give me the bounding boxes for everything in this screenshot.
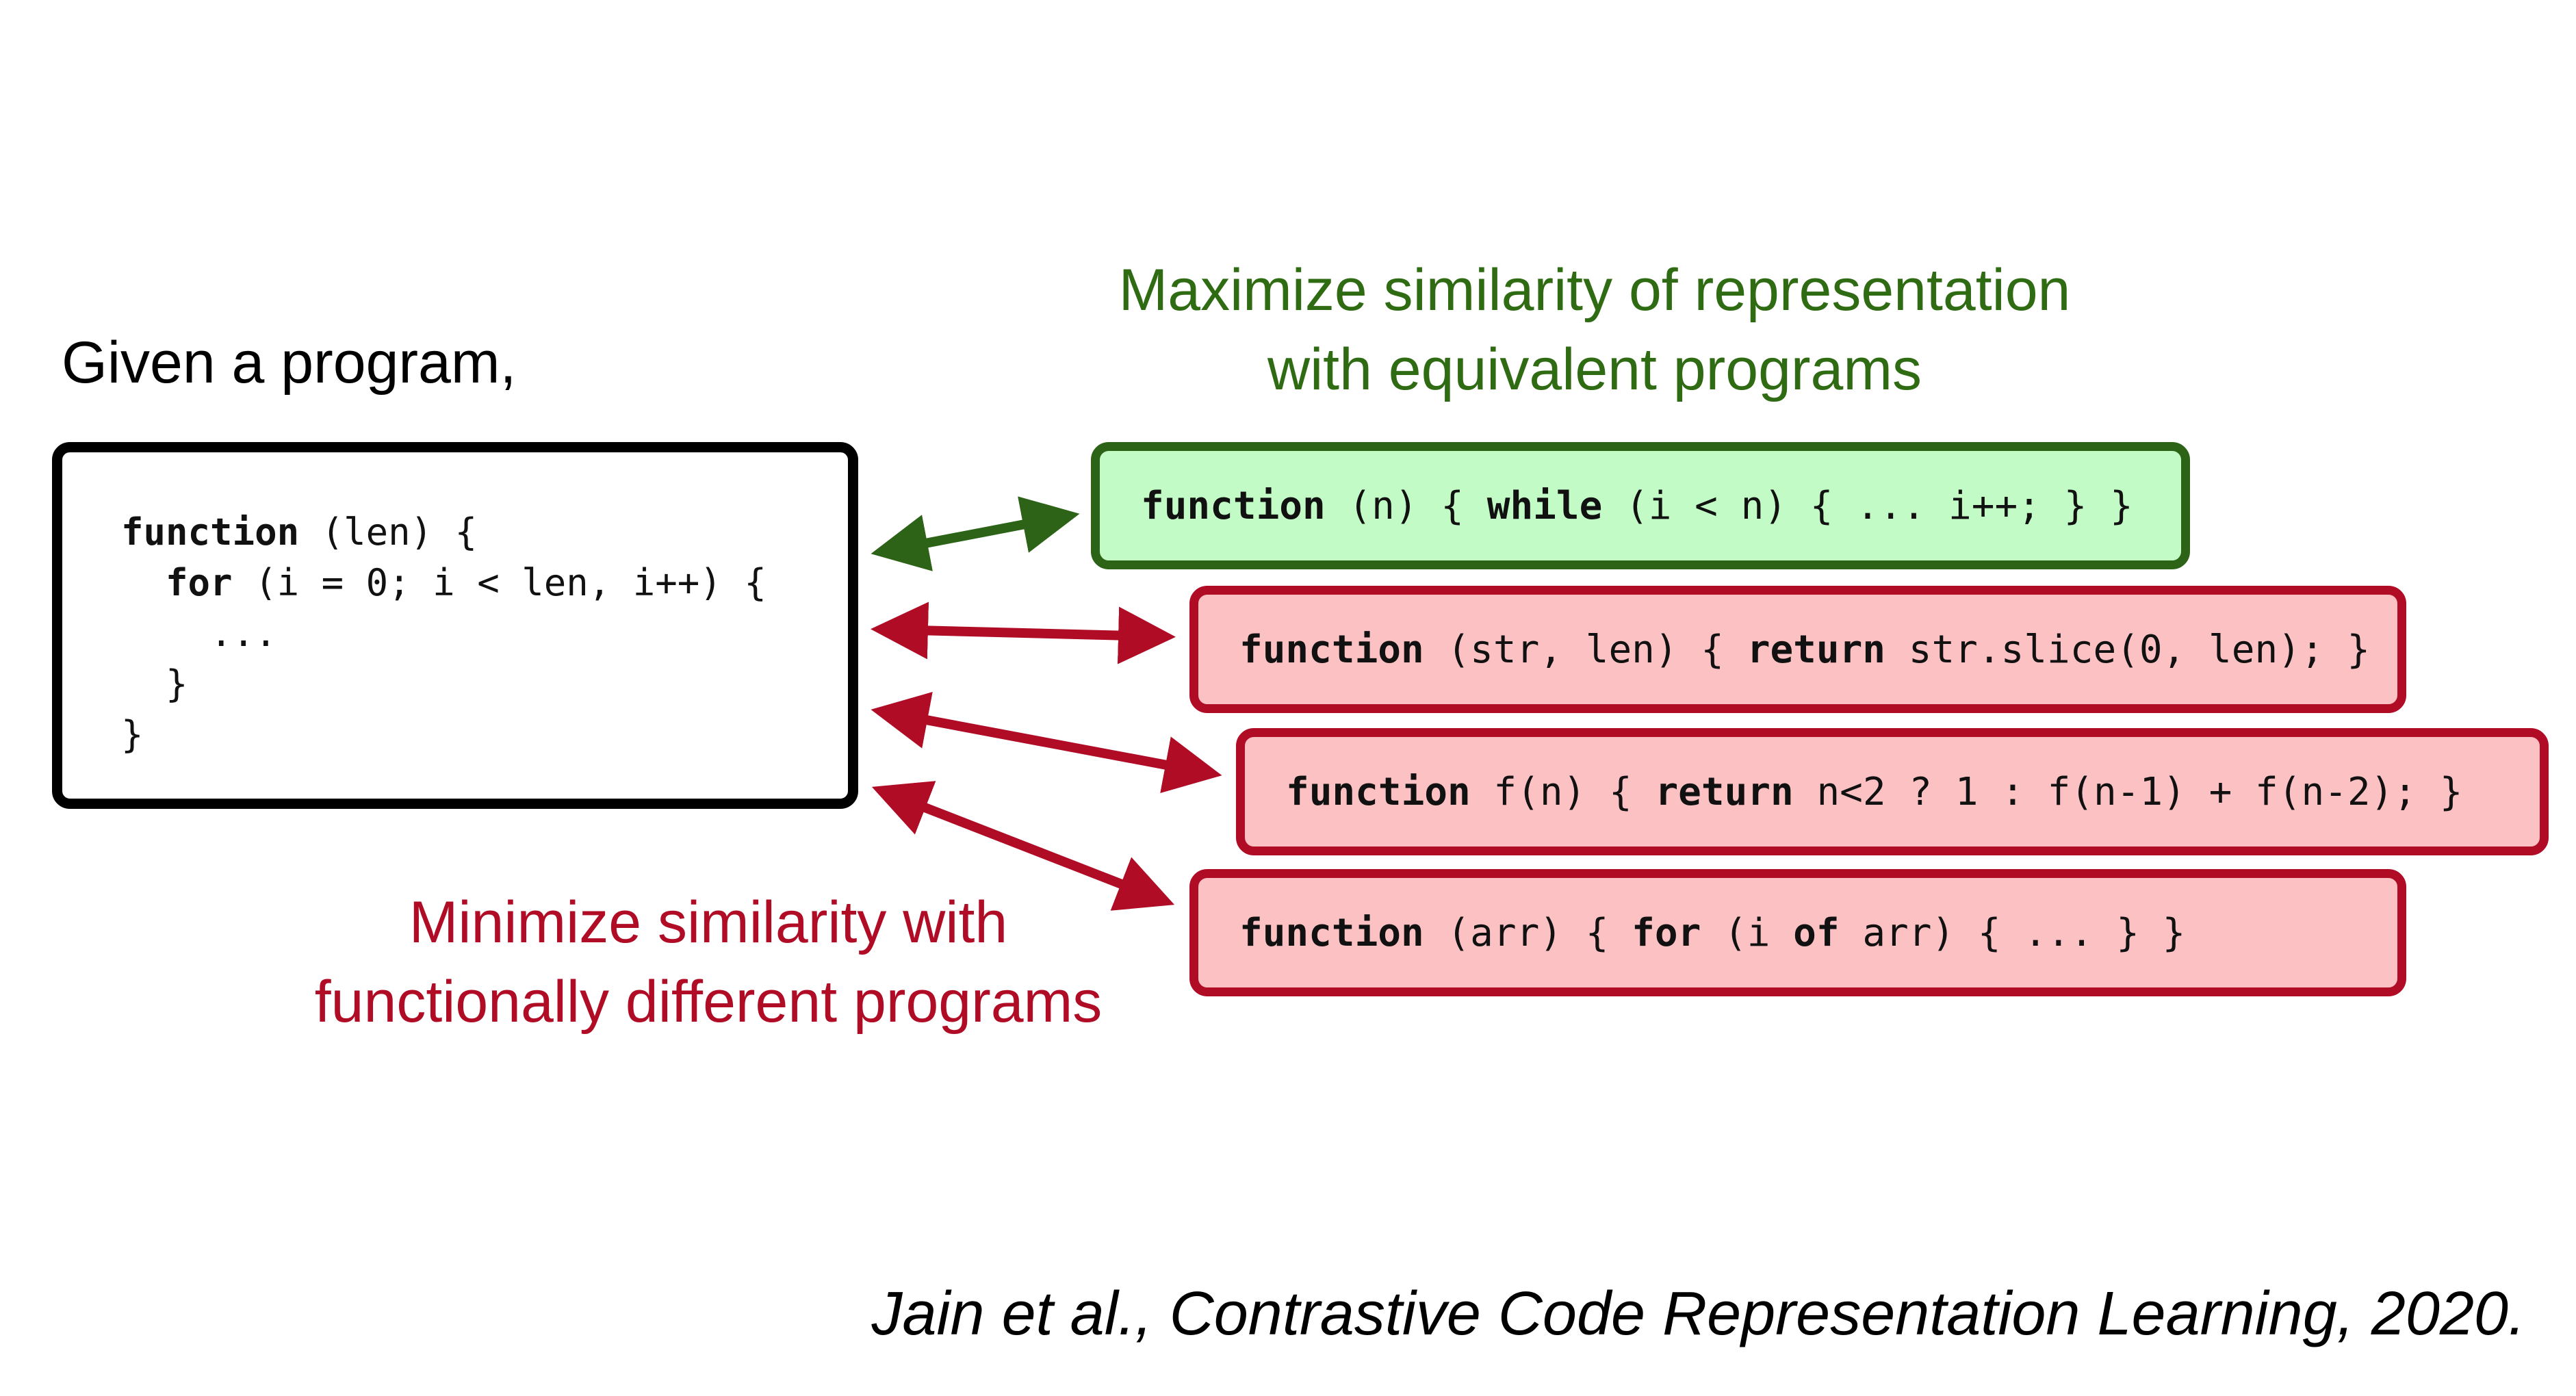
code-text: (str, len) { bbox=[1424, 627, 1747, 672]
different-arrow-2 bbox=[871, 692, 1222, 793]
code-text: (n) { bbox=[1325, 483, 1487, 528]
source-code-line: } bbox=[121, 710, 848, 760]
minimize-caption-line-2: functionally different programs bbox=[314, 969, 1103, 1035]
different-program-box-3: function (arr) { for (i of arr) { ... } … bbox=[1189, 869, 2406, 996]
code-text: (arr) { bbox=[1424, 910, 1632, 955]
source-code-line: for (i = 0; i < len, i++) { bbox=[121, 558, 848, 608]
minimize-caption-line-1: Minimize similarity with bbox=[409, 890, 1008, 955]
code-keyword: function bbox=[1239, 910, 1424, 955]
code-text: } bbox=[121, 662, 188, 706]
code-keyword: for bbox=[1632, 910, 1701, 955]
equivalent-program-box: function (n) { while (i < n) { ... i++; … bbox=[1091, 442, 2190, 569]
code-text: (len) { bbox=[299, 510, 478, 554]
given-program-label: Given a program, bbox=[62, 330, 517, 396]
different-program-box-2: function f(n) { return n<2 ? 1 : f(n-1) … bbox=[1236, 728, 2549, 855]
equivalent-arrow bbox=[871, 496, 1080, 571]
code-keyword: for bbox=[166, 561, 233, 604]
code-text: (i < n) { ... i++; } } bbox=[1602, 483, 2133, 528]
source-code-line: ... bbox=[121, 608, 848, 659]
code-keyword: function bbox=[1286, 769, 1471, 814]
code-keyword: function bbox=[1239, 627, 1424, 672]
code-text: (i bbox=[1701, 910, 1794, 955]
code-keyword: of bbox=[1793, 910, 1840, 955]
maximize-similarity-caption: Maximize similarity of representation wi… bbox=[890, 250, 2300, 409]
code-keyword: return bbox=[1747, 627, 1886, 672]
different-code-line: function (str, len) { return str.slice(0… bbox=[1239, 628, 2370, 672]
code-text: } bbox=[121, 713, 144, 756]
maximize-caption-line-1: Maximize similarity of representation bbox=[1118, 257, 2071, 323]
code-keyword: function bbox=[121, 510, 300, 554]
source-program-box: function (len) { for (i = 0; i < len, i+… bbox=[52, 442, 858, 809]
different-code-line: function (arr) { for (i of arr) { ... } … bbox=[1239, 911, 2185, 955]
code-keyword: while bbox=[1486, 483, 1603, 528]
code-text: str.slice(0, len); } bbox=[1885, 627, 2371, 672]
different-code-line: function f(n) { return n<2 ? 1 : f(n-1) … bbox=[1286, 770, 2462, 814]
code-keyword: return bbox=[1655, 769, 1794, 814]
different-arrow-3 bbox=[871, 781, 1175, 911]
maximize-caption-line-2: with equivalent programs bbox=[1267, 337, 1922, 402]
citation: Jain et al., Contrastive Code Representa… bbox=[871, 1280, 2525, 1348]
different-program-box-1: function (str, len) { return str.slice(0… bbox=[1189, 586, 2406, 713]
code-text: arr) { ... } } bbox=[1839, 910, 2186, 955]
code-text: n<2 ? 1 : f(n-1) + f(n-2); } bbox=[1793, 769, 2463, 814]
code-keyword: function bbox=[1141, 483, 1326, 528]
equivalent-code-line: function (n) { while (i < n) { ... i++; … bbox=[1141, 484, 2133, 528]
code-text: f(n) { bbox=[1470, 769, 1656, 814]
source-code-line: function (len) { bbox=[121, 507, 848, 558]
minimize-similarity-caption: Minimize similarity with functionally di… bbox=[219, 883, 1198, 1042]
code-text: (i = 0; i < len, i++) { bbox=[232, 561, 767, 604]
code-text: ... bbox=[121, 612, 277, 655]
different-arrow-1 bbox=[871, 602, 1176, 664]
source-code-line: } bbox=[121, 659, 848, 710]
